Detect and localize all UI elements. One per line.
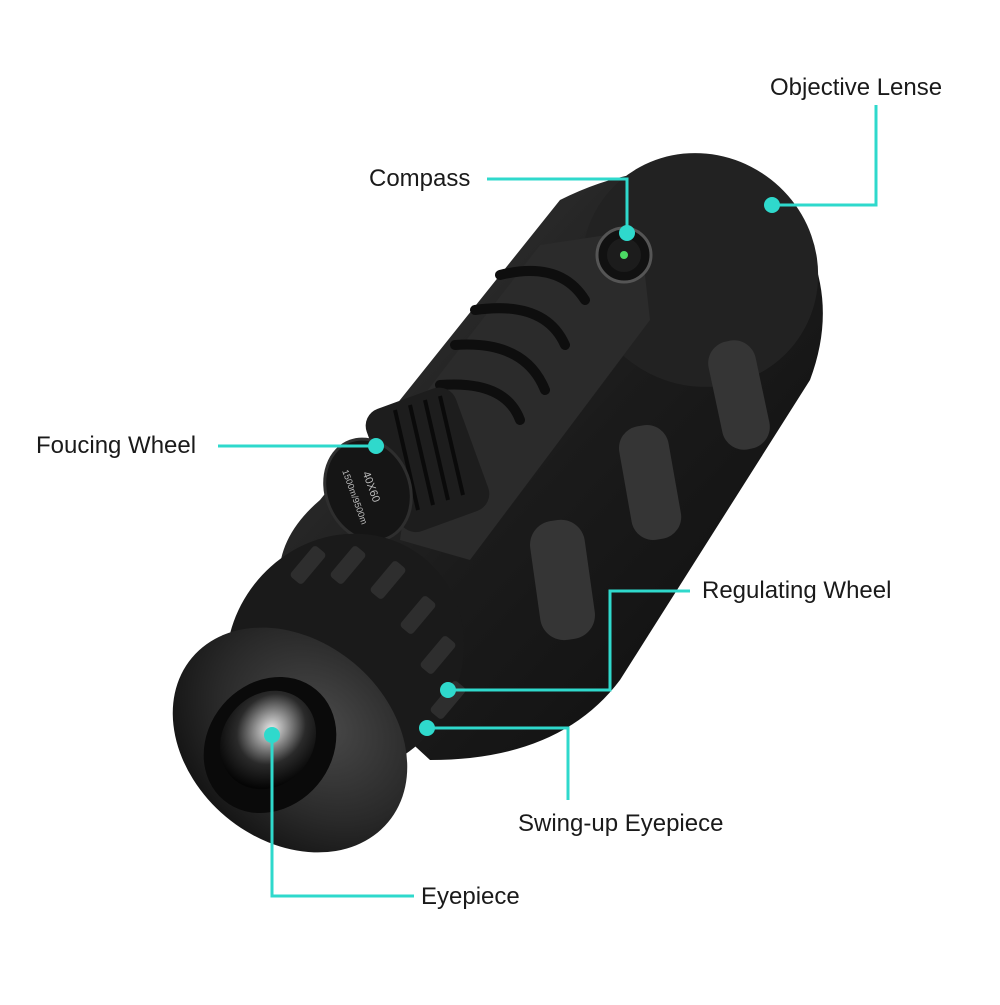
swing-up-eyepiece-dot [419,720,435,736]
eyepiece-dot [264,727,280,743]
objective-lense-line [772,105,878,207]
swing-up-eyepiece-line [427,726,570,800]
compass-dot [619,225,635,241]
objective-lense-dot [764,197,780,213]
compass-label: Compass [369,165,471,192]
compass-dial [595,226,653,284]
eyepiece-line [270,735,414,898]
eyepiece-label: Eyepiece [421,883,520,910]
regulating-wheel-dot [440,682,456,698]
regulating-wheel-label: Regulating Wheel [702,577,892,604]
focusing-wheel-label: Foucing Wheel [36,432,197,459]
compass-line [487,177,629,233]
callout-lines [218,105,878,898]
focusing-wheel-dot [368,438,384,454]
regulating-wheel-line [448,589,690,692]
objective-lense-label: Objective Lense [770,74,943,101]
swing-up-eyepiece-label: Swing-up Eyepiece [518,810,724,837]
focusing-wheel: 40X60 1500m/9500m [323,387,490,543]
callout-dots [264,197,780,743]
